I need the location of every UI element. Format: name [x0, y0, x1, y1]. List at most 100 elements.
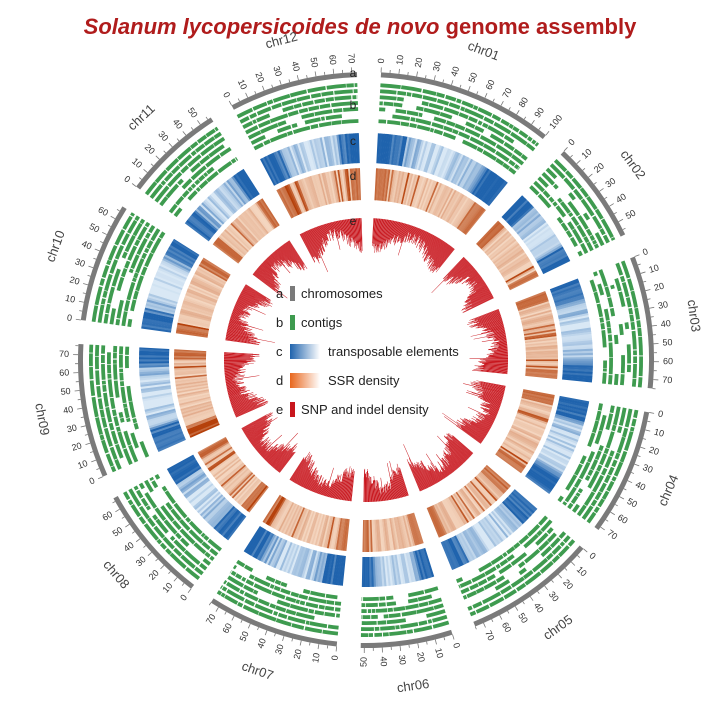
snp-bin [264, 447, 278, 461]
te-bin [551, 284, 581, 297]
snp-bin [423, 233, 431, 249]
snp-bin [242, 289, 272, 307]
ssr-bin [456, 490, 477, 519]
legend-label: SSR density [328, 372, 400, 388]
snp-bin [318, 226, 327, 248]
snp-bin [461, 428, 482, 443]
snp-bin [344, 219, 348, 238]
contig-segment [546, 532, 557, 543]
te-bin [530, 235, 558, 254]
te-bin [539, 451, 568, 468]
ssr-bin [393, 517, 402, 550]
snp-bin [475, 414, 494, 424]
te-bin [409, 138, 418, 169]
ssr-bin [461, 206, 483, 233]
ssr-bin [512, 423, 543, 438]
snp-bin [225, 375, 260, 381]
chromosome-label-chr04: chr04 [655, 472, 682, 508]
te-bin [342, 133, 348, 165]
ssr-bin [180, 308, 212, 319]
snp-bin [348, 219, 352, 243]
snp-bin [398, 474, 406, 497]
contig-segment [374, 632, 383, 637]
snp-bin [440, 459, 452, 474]
ssr-bin [309, 512, 321, 545]
te-bin [531, 237, 559, 256]
contig-segment [272, 93, 291, 103]
snp-bin [441, 471, 447, 478]
contig-segment [141, 252, 147, 260]
snp-bin [238, 297, 260, 308]
snp-bin [495, 342, 507, 345]
contig-segment [243, 584, 255, 593]
chromosome-chr05 [473, 545, 584, 627]
contig-segment [582, 212, 591, 221]
ssr-bin [492, 241, 519, 263]
contig-segment [553, 183, 559, 190]
snp-bin [224, 371, 238, 373]
te-bin [357, 133, 360, 164]
te-bin [544, 441, 573, 456]
snp-bin [428, 242, 447, 270]
te-bin [558, 312, 589, 322]
ssr-bin [402, 515, 412, 547]
contig-segment [321, 91, 334, 97]
snp-bin [421, 231, 426, 240]
contig-segment [511, 154, 525, 166]
snp-bin [442, 256, 465, 280]
contig-segment [230, 570, 237, 577]
snp-bin [276, 448, 295, 471]
contig-segment [611, 459, 618, 468]
ssr-bin [516, 412, 548, 425]
snp-bin [260, 264, 274, 276]
ssr-bin [465, 484, 487, 511]
ssr-bin [186, 289, 218, 304]
contig-segment [101, 380, 106, 385]
contig-segment [518, 130, 529, 139]
contig-segment [351, 101, 358, 106]
ssr-bin [522, 321, 555, 330]
snp-bin [235, 304, 249, 311]
te-bin [297, 547, 309, 577]
snp-bin [459, 268, 476, 282]
snp-bin [432, 241, 445, 260]
ssr-bin [234, 218, 258, 244]
tick-label: 70 [500, 86, 514, 100]
te-bin [353, 133, 357, 164]
tick-mark [538, 126, 541, 130]
te-bin [346, 133, 352, 164]
contig-segment [107, 379, 114, 398]
te-bin [558, 401, 588, 410]
snp-bin [224, 356, 253, 358]
contig-segment [510, 131, 528, 146]
snp-bin [442, 463, 451, 475]
te-bin [401, 553, 410, 584]
contig-segment [489, 596, 505, 608]
snp-bin [449, 455, 460, 468]
te-bin [139, 368, 170, 373]
contig-segment [95, 417, 103, 435]
ssr-bin [239, 214, 262, 240]
contig-segment [97, 398, 104, 410]
contig-segment [117, 431, 127, 449]
snp-bin [400, 223, 407, 243]
contig-segment [202, 557, 211, 566]
te-bin [169, 458, 197, 476]
contig-segment [247, 130, 262, 140]
te-bin [525, 474, 551, 494]
snp-bin [404, 224, 410, 237]
ssr-bin [432, 185, 448, 215]
contig-segment [387, 119, 401, 126]
contig-segment [400, 121, 410, 127]
ssr-bin [235, 477, 259, 503]
snp-bin [233, 307, 250, 315]
ssr-bin [173, 359, 206, 362]
snp-bin [223, 359, 247, 361]
ssr-bin [406, 174, 417, 206]
contig-segment [584, 475, 591, 481]
snp-bin [434, 465, 444, 480]
snp-bin [378, 218, 383, 249]
contig-segment [318, 121, 332, 128]
contig-segment [126, 417, 131, 423]
snp-bin [327, 223, 330, 231]
